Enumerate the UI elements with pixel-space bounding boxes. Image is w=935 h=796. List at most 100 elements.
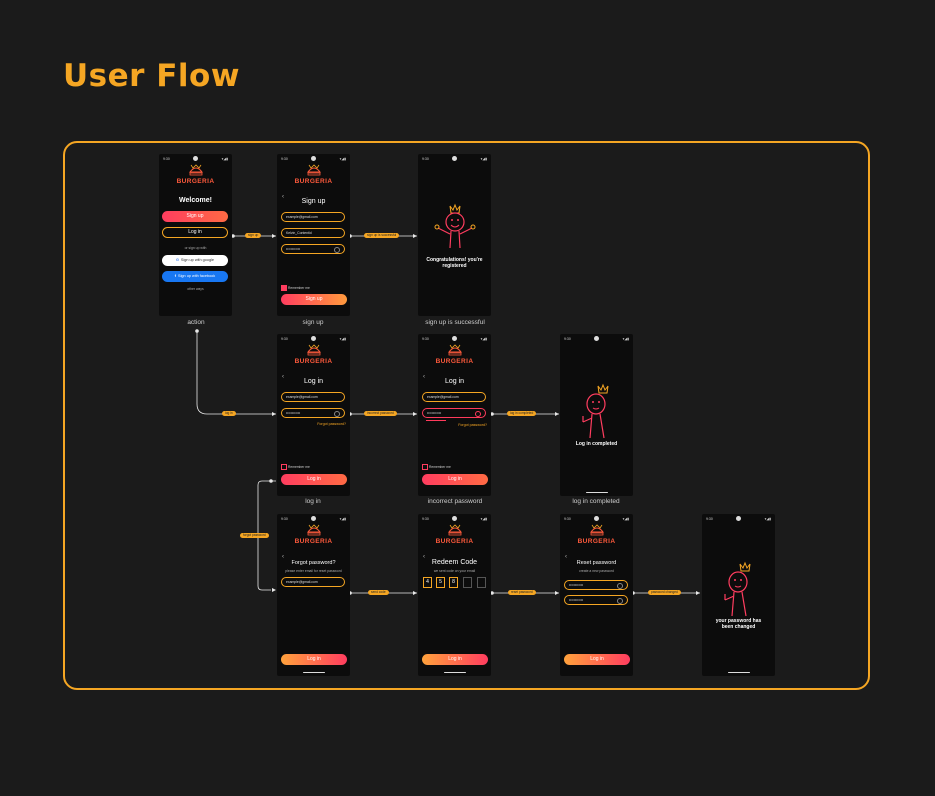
back-arrow-icon[interactable]: ‹ [565, 554, 567, 560]
signal-icon: ▾◢▮ [339, 337, 346, 341]
phone-login-error: 9:30▾◢▮ BURGERIA ‹ Log in example@gmail.… [418, 334, 491, 496]
home-indicator [444, 671, 466, 673]
google-icon: G [175, 258, 179, 262]
email-field[interactable]: example@gmail.com [281, 212, 345, 222]
signal-icon: ▾◢▮ [480, 517, 487, 521]
email-field[interactable]: example@gmail.com [281, 392, 345, 402]
status-bar: 9:30▾◢▮ [163, 156, 228, 161]
checkbox-icon [281, 285, 287, 291]
login-submit-button[interactable]: Log in [281, 474, 347, 485]
brand-name: BURGERIA [294, 178, 333, 185]
new-password-field[interactable]: •••••••••••• [564, 580, 628, 590]
back-arrow-icon[interactable]: ‹ [423, 554, 425, 560]
password-field[interactable]: •••••••••••• [281, 244, 345, 254]
signal-icon: ▾◢▮ [622, 337, 629, 341]
back-arrow-icon[interactable]: ‹ [282, 374, 284, 380]
other-ways-link[interactable]: other ways [187, 287, 204, 291]
flow-frame [63, 141, 870, 690]
status-bar: 9:30▾◢▮ [281, 516, 346, 521]
remember-me-checkbox[interactable]: Remember me [281, 464, 310, 470]
email-field[interactable]: example@gmail.com [422, 392, 486, 402]
home-indicator [586, 491, 608, 493]
code-digit-4[interactable] [463, 577, 472, 588]
signup-submit-button[interactable]: Sign up [281, 294, 347, 305]
back-arrow-icon[interactable]: ‹ [282, 194, 284, 200]
signal-icon: ▾◢▮ [622, 517, 629, 521]
password-field[interactable]: •••••••••••• [281, 408, 345, 418]
remember-me-checkbox[interactable]: Remember me [281, 285, 310, 291]
eye-icon[interactable] [617, 583, 623, 589]
redeem-submit-button[interactable]: Log in [422, 654, 488, 665]
redeem-hint: we sent code on your email [433, 569, 476, 573]
forgot-hint: please enter email for reset password [285, 569, 342, 573]
phone-signup-success: 9:30▾◢▮ Congratulations! you're register… [418, 154, 491, 316]
camera-icon [452, 516, 457, 521]
tag-completed: log in completed [507, 411, 537, 416]
caption-login-error: incorrect password [427, 498, 483, 505]
caption-login: log in [305, 498, 321, 505]
login-heading: Log in [444, 378, 465, 385]
status-bar: 9:30▾◢▮ [422, 336, 487, 341]
signup-button[interactable]: Sign up [162, 211, 228, 222]
tag-reset: reset password [508, 590, 536, 595]
caption-welcome: action [187, 319, 205, 326]
login-button[interactable]: Log in [162, 227, 228, 238]
caption-signup: sign up [302, 319, 324, 326]
eye-icon[interactable] [617, 598, 623, 604]
confirm-password-field[interactable]: •••••••••••• [564, 595, 628, 605]
back-arrow-icon[interactable]: ‹ [423, 374, 425, 380]
back-arrow-icon[interactable]: ‹ [282, 554, 284, 560]
camera-icon [452, 156, 457, 161]
code-digit-5[interactable] [477, 577, 486, 588]
phone-reset: 9:30▾◢▮ BURGERIA ‹ Reset password create… [560, 514, 633, 676]
welcome-heading: Welcome! [179, 197, 212, 204]
or-signup-with-text: or sign up with [184, 246, 207, 250]
tag-forgot: forgot password [240, 533, 269, 538]
forgot-heading: Forgot password? [291, 560, 336, 566]
password-field-error[interactable]: •••••••••••• [422, 408, 486, 418]
camera-icon [193, 156, 198, 161]
camera-icon [311, 516, 316, 521]
burger-logo-icon [447, 524, 463, 536]
logo: BURGERIA [277, 524, 350, 550]
name-field[interactable]: Kelvin_Contentid [281, 228, 345, 238]
mascot-cheering-icon [434, 203, 476, 249]
logo: BURGERIA [277, 164, 350, 190]
reset-submit-button[interactable]: Log in [564, 654, 630, 665]
tag-signup: sign up [245, 233, 262, 238]
burger-logo-icon [589, 524, 605, 536]
eye-icon[interactable] [334, 247, 340, 253]
code-digit-2[interactable]: 5 [436, 577, 445, 588]
caption-signup-success: sign up is successful [425, 319, 485, 326]
forgot-submit-button[interactable]: Log in [281, 654, 347, 665]
email-field[interactable]: example@gmail.com [281, 577, 345, 587]
forgot-password-link[interactable]: Forgot password? [317, 422, 346, 426]
brand-name: BURGERIA [176, 178, 215, 185]
connector-login [196, 331, 276, 415]
phone-login-done: 9:30▾◢▮ Log in completed [560, 334, 633, 496]
burger-logo-icon [188, 164, 204, 176]
eye-icon[interactable] [334, 411, 340, 417]
forgot-password-link[interactable]: Forgot password? [458, 423, 487, 427]
phone-redeem: 9:30▾◢▮ BURGERIA ‹ Redeem Code we sent c… [418, 514, 491, 676]
status-bar: 9:30▾◢▮ [281, 336, 346, 341]
reset-heading: Reset password [576, 560, 617, 566]
eye-icon[interactable] [475, 411, 481, 417]
code-digit-3[interactable]: 8 [449, 577, 458, 588]
camera-icon [311, 336, 316, 341]
camera-icon [736, 516, 741, 521]
page-title: User Flow [63, 58, 240, 94]
brand-name: BURGERIA [435, 358, 474, 365]
remember-me-checkbox[interactable]: Remember me [422, 464, 451, 470]
phone-login: 9:30▾◢▮ BURGERIA ‹ Log in example@gmail.… [277, 334, 350, 496]
brand-name: BURGERIA [435, 538, 474, 545]
code-digit-1[interactable]: 4 [423, 577, 432, 588]
reset-hint: create a new password [579, 569, 614, 573]
login-completed-message: Log in completed [575, 441, 618, 447]
login-submit-button[interactable]: Log in [422, 474, 488, 485]
phone-signup: 9:30▾◢▮ BURGERIA ‹ Sign up example@gmail… [277, 154, 350, 316]
signal-icon: ▾◢▮ [480, 157, 487, 161]
signal-icon: ▾◢▮ [764, 517, 771, 521]
